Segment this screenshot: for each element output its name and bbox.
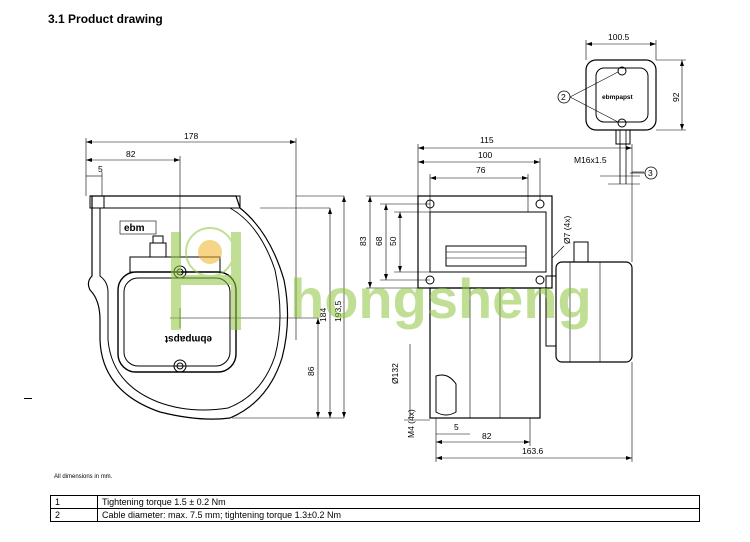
legend-number: 2 bbox=[50, 508, 98, 522]
dim-left-193-5: 193,5 bbox=[333, 300, 343, 322]
callout-3: 3 bbox=[648, 168, 653, 178]
papst-logo-label: ebmpapst bbox=[164, 333, 212, 344]
connector-top-view bbox=[557, 40, 686, 185]
connector-papst-label: ebmpapst bbox=[602, 94, 634, 101]
dim-mid-115: 115 bbox=[480, 135, 494, 145]
dim-mid-dia-7: Ø7 (4x) bbox=[562, 215, 572, 244]
units-note: All dimensions in mm. bbox=[54, 474, 113, 480]
table-row: 1 Tightening torque 1.5 ± 0.2 Nm bbox=[50, 495, 700, 509]
watermark-logo bbox=[171, 227, 241, 330]
dim-top-92: 92 bbox=[671, 92, 681, 102]
legend-number: 1 bbox=[50, 495, 98, 509]
dim-mid-76: 76 bbox=[476, 165, 486, 175]
dim-mid-5: 5 bbox=[454, 422, 459, 432]
dim-mid-m4: M4 (4x) bbox=[406, 409, 416, 438]
dim-mid-163-6: 163.6 bbox=[522, 446, 544, 456]
ebm-label-plate bbox=[119, 220, 157, 235]
dim-left-184: 184 bbox=[318, 308, 328, 322]
dim-left-5: 5 bbox=[98, 164, 103, 174]
mid-dimension-arrows bbox=[368, 146, 632, 460]
legend-table: 1 Tightening torque 1.5 ± 0.2 Nm 2 Cable… bbox=[50, 495, 700, 522]
dim-left-178: 178 bbox=[184, 131, 198, 141]
legend-text: Tightening torque 1.5 ± 0.2 Nm bbox=[97, 495, 700, 509]
watermark-text: hongsheng bbox=[290, 267, 592, 330]
table-row: 2 Cable diameter: max. 7.5 mm; tightenin… bbox=[50, 508, 700, 522]
margin-mark bbox=[24, 398, 32, 399]
legend-text: Cable diameter: max. 7.5 mm; tightening … bbox=[97, 508, 700, 522]
dim-left-86: 86 bbox=[306, 366, 316, 376]
ebm-logo-label: ebm bbox=[124, 223, 145, 234]
dim-top-thread: M16x1.5 bbox=[574, 155, 607, 165]
blower-side-view bbox=[366, 144, 633, 462]
top-dimension-arrows bbox=[586, 42, 684, 130]
dim-top-100-5: 100.5 bbox=[608, 32, 630, 42]
dim-left-82: 82 bbox=[126, 149, 136, 159]
dim-mid-100: 100 bbox=[478, 150, 492, 160]
dim-mid-dia-132: Ø132 bbox=[390, 363, 400, 384]
callout-2: 2 bbox=[561, 92, 566, 102]
dim-mid-68: 68 bbox=[374, 236, 384, 246]
left-dimension-arrows bbox=[86, 140, 346, 418]
dim-mid-50: 50 bbox=[388, 236, 398, 246]
dim-mid-83: 83 bbox=[358, 236, 368, 246]
page-title: 3.1 Product drawing bbox=[48, 12, 163, 26]
dim-mid-82: 82 bbox=[482, 431, 492, 441]
